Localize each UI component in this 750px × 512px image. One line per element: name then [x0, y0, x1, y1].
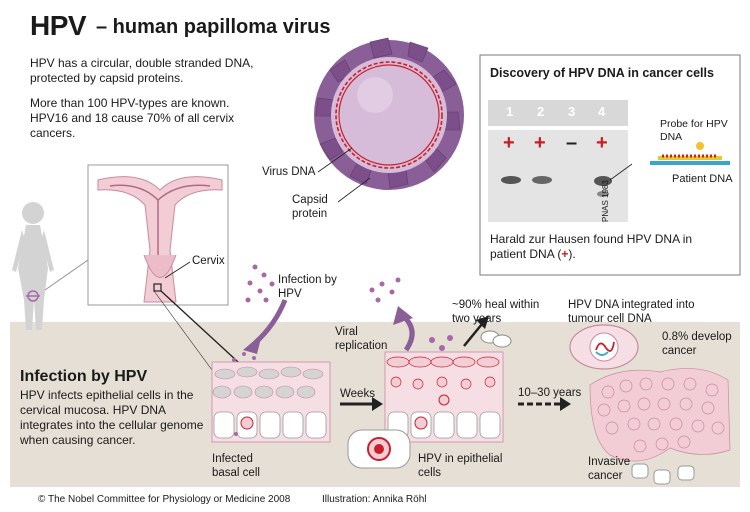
discovery-title: Discovery of HPV DNA in cancer cells — [490, 66, 714, 80]
lane-sign: + — [534, 132, 546, 154]
capsid-protein-label: Capsid protein — [292, 194, 328, 221]
zoom-lines — [44, 259, 89, 291]
weeks-label: Weeks — [340, 388, 375, 400]
healed-cells — [480, 330, 512, 348]
integrated-label: HPV DNA integrated into tumour cell DNA — [568, 299, 695, 326]
lane-sign: + — [596, 132, 608, 154]
discovery-caption: Harald zur Hausen found HPV DNA in patie… — [490, 232, 730, 262]
epithelial-cell-zoom — [347, 429, 411, 469]
infection-by-hpv-label: Infection by HPV — [278, 274, 337, 301]
tissue-epithelial — [384, 351, 504, 443]
virus-illustration — [314, 37, 464, 190]
caption-end: ). — [568, 247, 576, 261]
tissue-infected — [211, 352, 331, 443]
caption-plus: + — [561, 247, 569, 261]
page-subtitle: – human papilloma virus — [96, 16, 331, 38]
virus-particles — [245, 264, 275, 303]
uterus-diagram — [87, 164, 229, 306]
infection-title: Infection by HPV — [20, 368, 148, 385]
replication-particles — [369, 277, 453, 351]
lane-number: 3 — [568, 104, 575, 119]
intro-dna-text: HPV has a circular, double stranded DNA,… — [30, 56, 254, 85]
intro-types-text: More than 100 HPV-types are known. HPV16… — [30, 96, 235, 140]
infection-description: HPV infects epithelial cells in the cerv… — [20, 388, 204, 447]
page-title: HPV — [30, 10, 87, 41]
cervix-label: Cervix — [192, 255, 225, 267]
cervix-pointer — [164, 261, 191, 279]
heal-arrow — [463, 323, 483, 347]
hpv-epithelial-label: HPV in epithelial cells — [418, 453, 503, 480]
illustration-credit: Illustration: Annika Röhl — [322, 494, 427, 505]
copyright-text: © The Nobel Committee for Physiology or … — [38, 494, 291, 505]
virus-dna-label: Virus DNA — [262, 166, 316, 178]
infected-basal-cell-label: Infected basal cell — [212, 453, 260, 480]
discovery-panel — [479, 54, 741, 276]
detached-cancer-cells — [631, 463, 695, 485]
develop-cancer-label: 0.8% develop cancer — [662, 331, 732, 358]
tumour-cell-zoom — [569, 324, 639, 370]
viral-replication-label: Viral replication — [335, 326, 388, 353]
patient-dna-label: Patient DNA — [672, 173, 733, 185]
probe-label: Probe for HPV DNA — [660, 118, 728, 144]
lane-number: 2 — [537, 104, 544, 119]
invasive-cancer-tissue — [589, 368, 731, 462]
gel-credit: PNAS 1983 — [601, 180, 610, 222]
woman-silhouette-icon — [12, 202, 54, 330]
years-label: 10–30 years — [518, 387, 582, 399]
virus-dna-pointer — [317, 147, 353, 173]
zoom-line-cervix-2 — [153, 290, 213, 371]
lane-sign: + — [503, 132, 515, 154]
capsid-pointer — [337, 177, 371, 203]
lane-number: 1 — [506, 104, 513, 119]
caption-text: Harald zur Hausen found HPV DNA in patie… — [490, 232, 693, 261]
lane-sign: – — [566, 132, 577, 154]
invasive-cancer-label: Invasive cancer — [588, 456, 631, 483]
lane-number: 4 — [598, 104, 606, 119]
gel-lanes: 1 2 3 4 + + – + — [503, 104, 608, 154]
heal-label: ~90% heal within two years — [452, 299, 540, 326]
